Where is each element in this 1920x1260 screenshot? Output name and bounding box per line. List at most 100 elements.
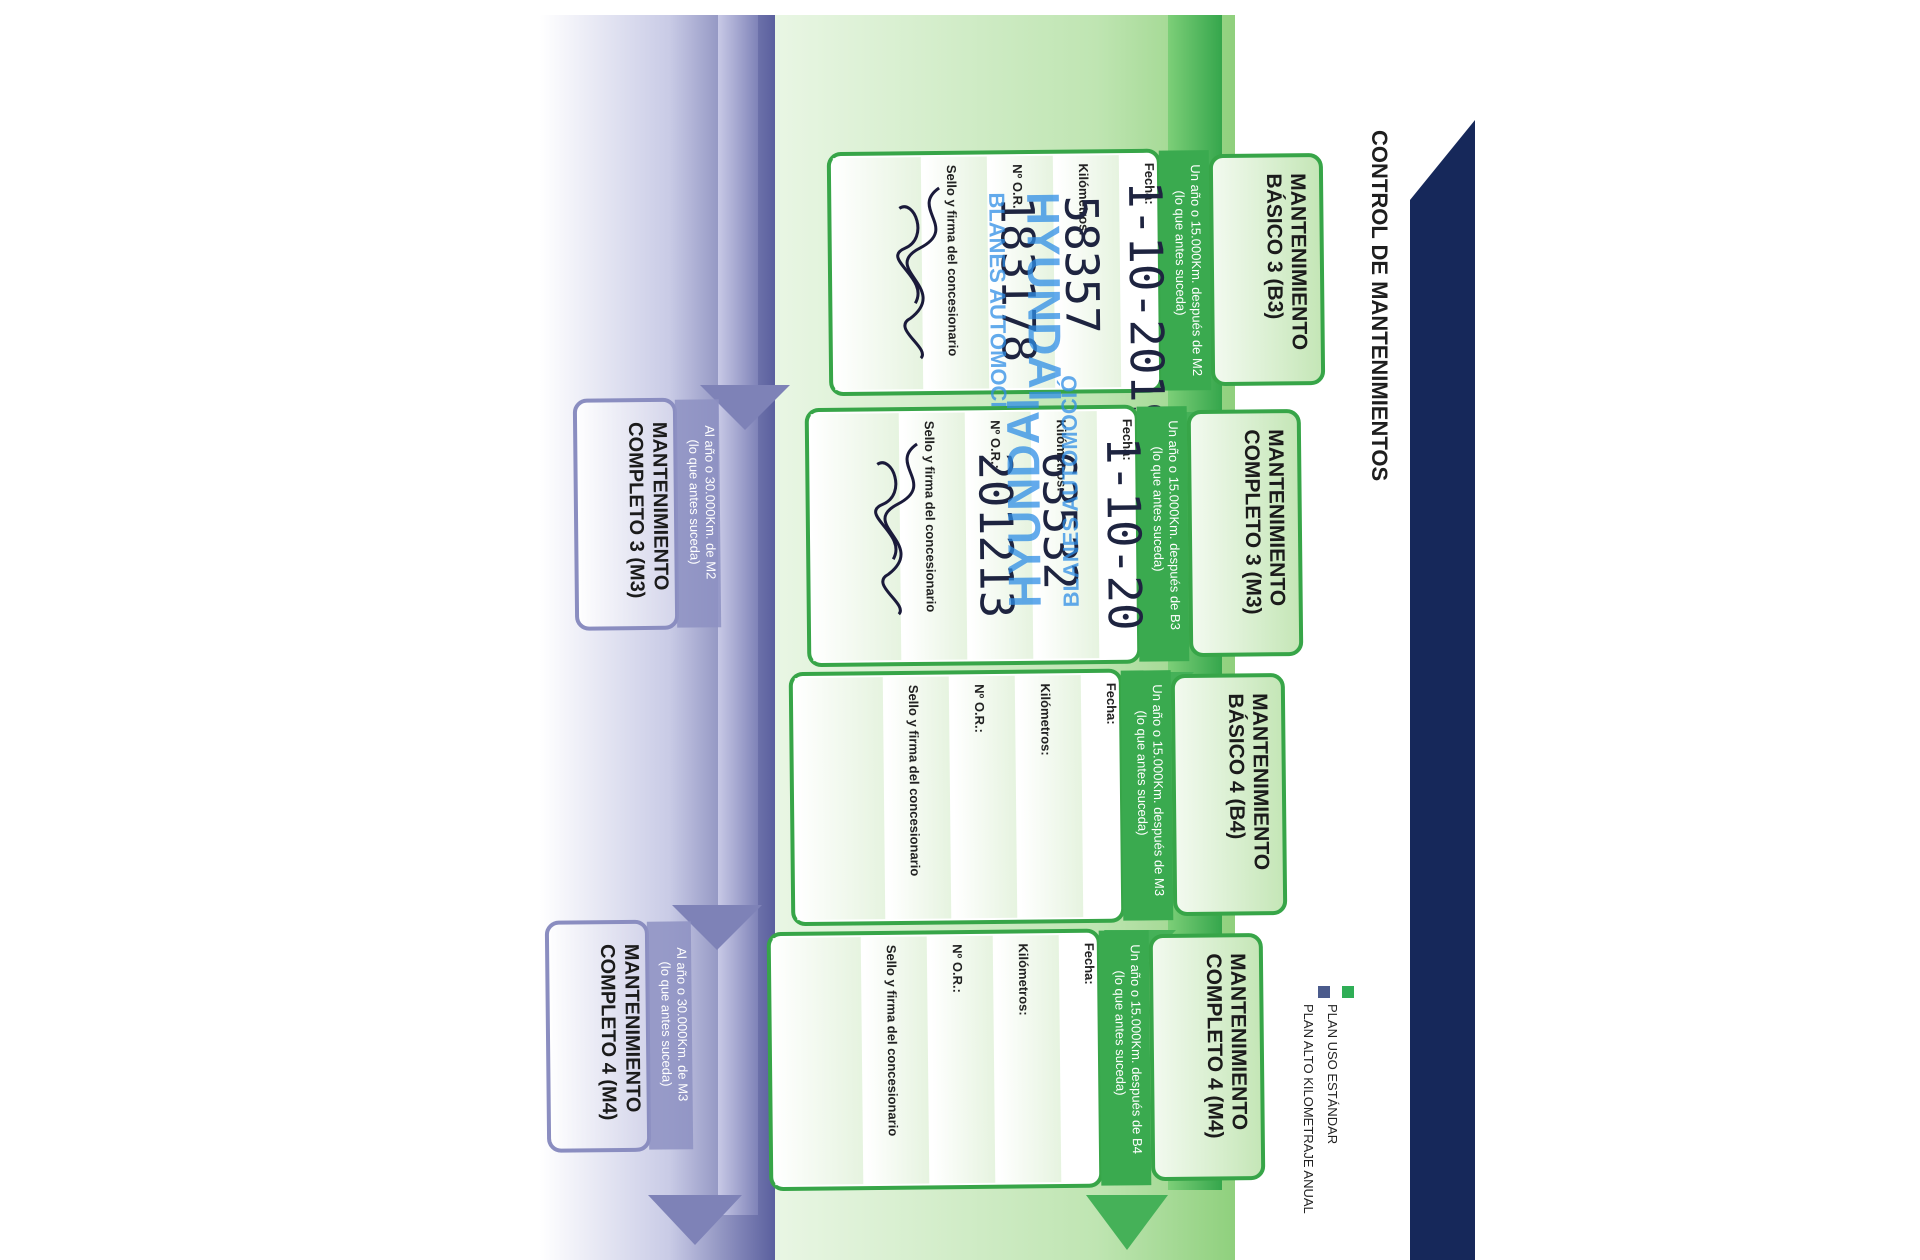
card-description: Un año o 15.000Km. después de M2 — [1188, 164, 1205, 376]
card-description-note: (lo que antes suceda) — [1134, 710, 1150, 835]
signature-flourish — [896, 205, 920, 304]
card-description: Al año o 30.000Km. de M2 — [702, 425, 719, 579]
card-title: MANTENIMIENTO — [1248, 693, 1273, 870]
form-column — [794, 677, 886, 921]
handwritten-km: 63532 — [1032, 451, 1087, 590]
legend-label-standard: PLAN USO ESTÁNDAR — [1325, 1004, 1340, 1144]
label-stamp: Sello y firma del concesionario — [944, 165, 961, 357]
blue-arrow-end — [648, 1195, 742, 1245]
card-description: Un año o 15.000Km. después de B3 — [1166, 420, 1183, 630]
page-title: CONTROL DE MANTENIMIENTOS — [1367, 130, 1392, 481]
label-date: Fecha: — [1142, 163, 1157, 205]
handwritten-date: 1-10-20 — [1096, 437, 1152, 631]
label-km: Kilómetros: — [1038, 683, 1054, 755]
card-rail — [674, 399, 722, 628]
legend-swatch-blue — [1318, 986, 1330, 998]
form-column — [1034, 411, 1100, 659]
signature — [881, 442, 918, 616]
card-rail — [1098, 930, 1152, 1186]
signature-flourish — [874, 461, 898, 560]
form-column — [832, 157, 924, 391]
label-stamp: Sello y firma del concesionario — [884, 945, 901, 1137]
card-description-note: (lo que antes suceda) — [1112, 970, 1128, 1095]
card-rail — [1120, 670, 1174, 921]
navy-edge — [1410, 200, 1475, 1260]
form-column — [886, 676, 952, 920]
handwritten-date: 1-10-2019 — [1118, 181, 1175, 431]
label-date: Fecha: — [1082, 943, 1097, 985]
card-description-note: (lo que antes suceda) — [658, 961, 674, 1086]
card-description: Al año o 30.000Km. de M3 — [674, 947, 691, 1101]
handwritten-or: 183178 — [990, 196, 1046, 363]
card-description-note: (lo que antes suceda) — [1172, 190, 1188, 315]
stamp-dealer: BLANES AUTOMOCIÓ — [984, 192, 1011, 424]
label-or: Nº O.R.: — [972, 684, 988, 733]
card-subtitle: COMPLETO 4 (M4) — [596, 944, 620, 1121]
stamp-dealer: BLANES AUTOMOCIÓ — [1056, 375, 1083, 607]
stamp-brand: HYUNDAI — [997, 398, 1051, 608]
card-title: MANTENIMIENTO — [1286, 173, 1311, 350]
form-column — [990, 155, 1056, 389]
navy-edge-top — [1410, 120, 1475, 200]
green-arrow-end — [1086, 1195, 1168, 1250]
blue-rail — [718, 15, 758, 1215]
legend: PLAN USO ESTÁNDAR PLAN ALTO KILOMETRAJE … — [1301, 986, 1354, 1214]
label-km: Kilómetros: — [1016, 943, 1032, 1015]
card-subtitle: COMPLETO 3 (M3) — [1240, 429, 1265, 614]
label-or: Nº O.R.: — [1010, 164, 1026, 213]
handwritten-km: 58357 — [1054, 195, 1109, 334]
label-or: Nº O.R.: — [988, 420, 1004, 469]
card-subtitle: BÁSICO 4 (B4) — [1224, 693, 1249, 839]
legend-swatch-green — [1342, 986, 1354, 998]
form-column — [996, 935, 1062, 1183]
blue-arrow-2 — [672, 905, 762, 950]
card-description: Un año o 15.000Km. después de M3 — [1150, 684, 1167, 896]
card-description: Un año o 15.000Km. después de B4 — [1128, 944, 1145, 1154]
handwritten-or: 201213 — [968, 452, 1024, 619]
label-date: Fecha: — [1104, 683, 1119, 725]
blue-arrow-1 — [700, 385, 790, 430]
card-title: MANTENIMIENTO — [1226, 953, 1251, 1130]
card-rail — [1136, 406, 1190, 662]
label-or: Nº O.R.: — [950, 944, 966, 993]
form-column — [924, 156, 990, 390]
form-column — [810, 413, 902, 662]
form-column — [864, 936, 930, 1185]
card-rail — [1158, 150, 1212, 391]
card-title: MANTENIMIENTO — [620, 944, 644, 1113]
form-column — [902, 412, 968, 661]
legend-label-high-km: PLAN ALTO KILOMETRAJE ANUAL — [1301, 1004, 1316, 1214]
card-subtitle: COMPLETO 4 (M4) — [1202, 953, 1227, 1138]
form-column — [930, 935, 996, 1184]
label-date: Fecha: — [1120, 419, 1135, 461]
card-header — [1208, 153, 1326, 386]
label-stamp: Sello y firma del concesionario — [906, 685, 923, 877]
card-header — [1148, 933, 1266, 1181]
card-subtitle: BÁSICO 3 (B3) — [1262, 173, 1287, 319]
label-stamp: Sello y firma del concesionario — [922, 421, 939, 613]
form-column — [968, 411, 1034, 660]
card-subtitle: COMPLETO 3 (M3) — [624, 422, 648, 599]
label-km: Kilómetros: — [1054, 419, 1070, 491]
card-header — [1170, 673, 1288, 916]
form-column — [952, 675, 1018, 919]
card-title: MANTENIMIENTO — [648, 422, 672, 591]
form-column — [1018, 675, 1084, 918]
stamp-brand: HYUNDAI — [1017, 192, 1071, 402]
card-description-note: (lo que antes suceda) — [686, 439, 702, 564]
form-column — [1056, 155, 1122, 388]
card-rail — [646, 921, 694, 1150]
card-header — [1186, 409, 1304, 657]
signature — [903, 186, 941, 360]
card-title: MANTENIMIENTO — [1264, 429, 1289, 606]
card-description-note: (lo que antes suceda) — [1150, 446, 1166, 571]
label-km: Kilómetros: — [1076, 163, 1092, 235]
